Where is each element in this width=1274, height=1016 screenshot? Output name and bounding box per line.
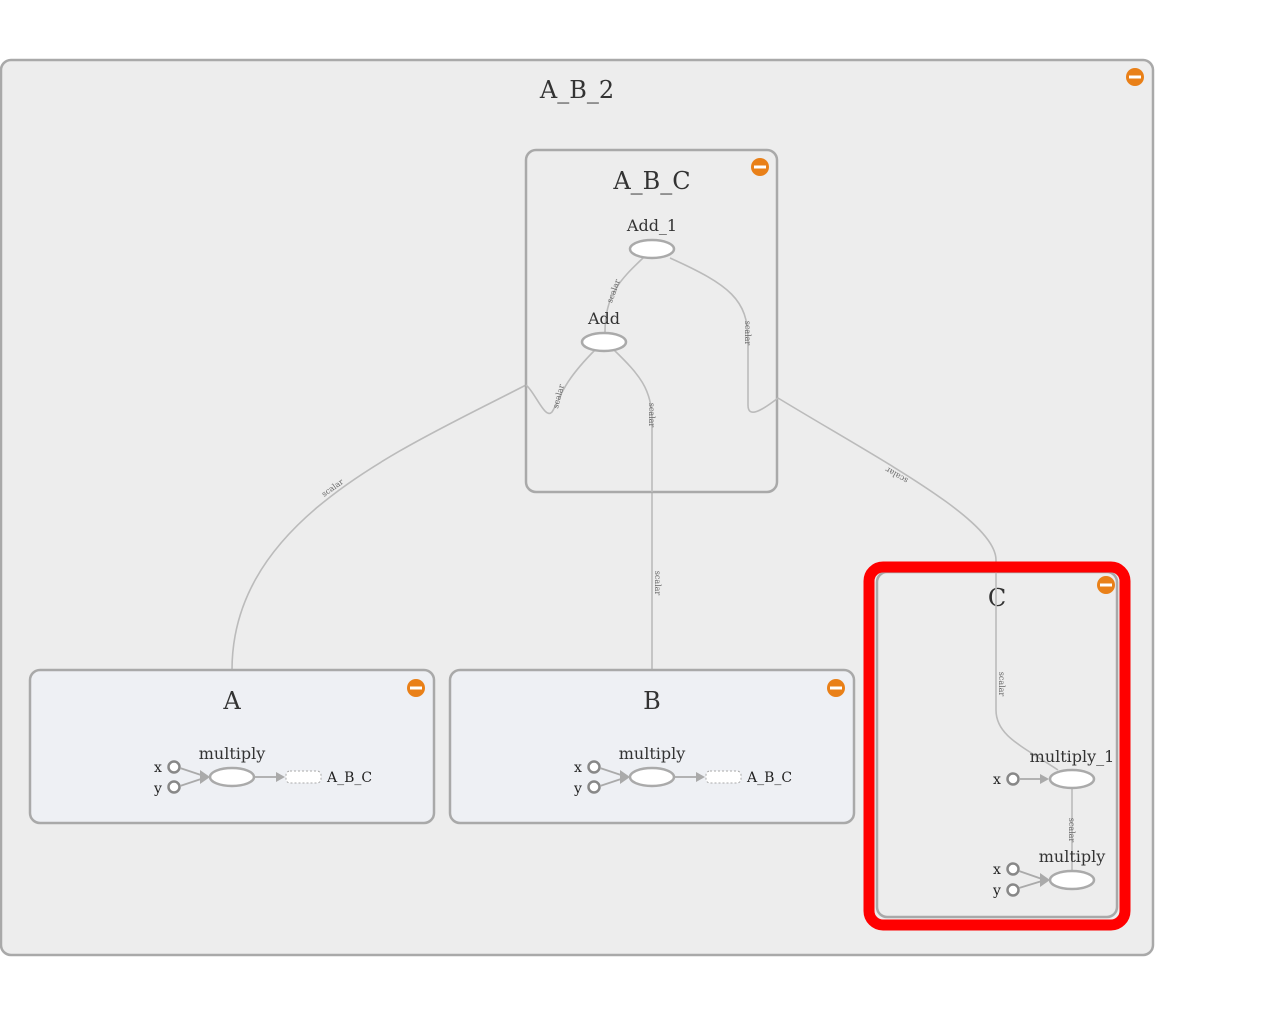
ref-node-a-b-c[interactable] bbox=[705, 770, 742, 784]
edge-label: scalar bbox=[743, 321, 752, 346]
arrow-head bbox=[620, 770, 630, 784]
input-x-label: x bbox=[154, 760, 162, 776]
input-y-label: y bbox=[153, 781, 162, 797]
node-add-1[interactable] bbox=[628, 238, 676, 260]
group-c-title: C bbox=[988, 584, 1006, 612]
op-multiply-1[interactable] bbox=[1048, 768, 1096, 790]
arrow-head bbox=[1040, 873, 1050, 887]
input-y[interactable] bbox=[1006, 883, 1020, 897]
group-a[interactable]: A multiply x y A_B_C bbox=[28, 668, 436, 825]
input-y[interactable] bbox=[587, 780, 601, 794]
group-b[interactable]: B multiply x y A_B_C bbox=[448, 668, 856, 825]
edge-add-in-b bbox=[613, 349, 653, 492]
op-multiply-label: multiply bbox=[619, 744, 686, 763]
arrow-head bbox=[696, 772, 705, 782]
group-a-b-2-title: A_B_2 bbox=[539, 76, 614, 104]
input-x[interactable] bbox=[1006, 862, 1020, 876]
edge-add-in-a bbox=[525, 349, 596, 415]
arrow-head bbox=[276, 772, 285, 782]
collapse-icon[interactable] bbox=[1097, 576, 1115, 594]
node-add[interactable] bbox=[580, 331, 628, 353]
group-c[interactable]: C scalar scalar multiply_1 x multiply x … bbox=[875, 560, 1119, 919]
op-multiply-1-label: multiply_1 bbox=[1030, 747, 1115, 766]
edge-c-to-abc bbox=[777, 397, 997, 561]
arrow-head bbox=[1040, 774, 1049, 784]
edge-label: scalar bbox=[653, 571, 662, 596]
edge-a-to-abc bbox=[231, 384, 527, 671]
ref-label: A_B_C bbox=[746, 770, 792, 786]
node-add-1-label: Add_1 bbox=[626, 216, 677, 235]
input-x-label: x bbox=[574, 760, 582, 776]
group-b-box[interactable] bbox=[448, 668, 856, 825]
op-multiply-label: multiply bbox=[199, 744, 266, 763]
group-b-title: B bbox=[643, 687, 661, 715]
group-a-b-c[interactable]: A_B_C scalar scalar scalar scalar Add_1 … bbox=[524, 148, 779, 494]
collapse-icon[interactable] bbox=[407, 679, 425, 697]
input-x[interactable] bbox=[587, 760, 601, 774]
input-y-label: y bbox=[992, 883, 1001, 899]
edge-add-to-add1 bbox=[604, 257, 644, 333]
input-y-label: y bbox=[573, 781, 582, 797]
ref-label: A_B_C bbox=[326, 770, 372, 786]
op-multiply[interactable] bbox=[1048, 869, 1096, 891]
edge-add1-out bbox=[669, 257, 779, 413]
highlight-frame bbox=[863, 561, 1131, 931]
collapse-icon[interactable] bbox=[827, 679, 845, 697]
group-a-b-c-title: A_B_C bbox=[612, 167, 690, 195]
edge-label: scalar bbox=[1067, 818, 1076, 843]
node-add-label: Add bbox=[587, 309, 620, 328]
input-x[interactable] bbox=[167, 760, 181, 774]
op-multiply[interactable] bbox=[628, 766, 676, 788]
edge-label: scalar bbox=[997, 672, 1006, 697]
input-x-label: x bbox=[993, 772, 1001, 788]
op-multiply[interactable] bbox=[208, 766, 256, 788]
op-multiply-label: multiply bbox=[1039, 847, 1106, 866]
arrow-head bbox=[200, 770, 210, 784]
ref-node-a-b-c[interactable] bbox=[285, 770, 322, 784]
input-y[interactable] bbox=[167, 780, 181, 794]
input-arrows bbox=[1018, 870, 1043, 889]
input-x-label: x bbox=[993, 862, 1001, 878]
collapse-icon[interactable] bbox=[751, 158, 769, 176]
edge-abc-to-multiply-1 bbox=[995, 560, 1059, 771]
edge-label: scalar bbox=[647, 403, 656, 428]
input-x[interactable] bbox=[1006, 772, 1020, 786]
collapse-icon[interactable] bbox=[1126, 68, 1144, 86]
group-a-box[interactable] bbox=[28, 668, 436, 825]
group-a-title: A bbox=[222, 687, 241, 715]
